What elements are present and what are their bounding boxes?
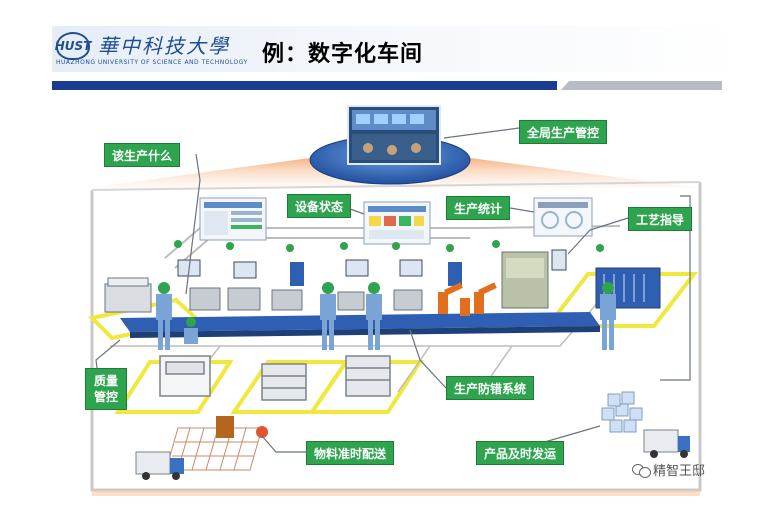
label-process-guidance: 工艺指导 [628,207,693,231]
label-production-stats: 生产统计 [446,196,511,220]
delivery-truck-right [643,429,690,458]
page-title: 例：数字化车间 [262,42,424,67]
logo-text: HUST [54,39,92,53]
screen-production-stats [533,197,593,237]
label-quality-control: 质量 管控 [85,368,128,410]
label-material-delivery: 物料准时配送 [306,441,395,465]
screen-equipment-status [363,201,431,245]
screen-what-to-produce [199,197,267,241]
workers [156,282,616,350]
watermark: 精智王邸 [632,460,705,479]
label-product-delivery: 产品及时发运 [476,441,565,465]
university-name-en: HUAZHONG UNIVERSITY OF SCIENCE AND TECHN… [56,59,248,66]
label-what-to-produce: 该生产什么 [104,143,181,167]
delivery-truck-left [135,451,184,480]
robot-arms [438,282,497,316]
title-underline-blue [52,81,557,90]
andon-lights [174,240,604,252]
wechat-icon [632,463,651,478]
label-equipment-status: 设备状态 [287,194,352,218]
label-error-proofing: 生产防错系统 [446,376,535,400]
header-band [52,26,742,72]
product-boxes [601,391,643,433]
university-logo: HUST [54,32,92,60]
watermark-text: 精智王邸 [653,464,706,479]
label-global-control: 全局生产管控 [519,120,608,144]
floor-base [92,490,700,496]
university-name-cn: 華中科技大學 [98,34,230,58]
conveyor-line [120,312,600,338]
material-carts [159,355,391,401]
title-underline-grey [561,81,722,90]
workstation-monitors [177,249,567,286]
